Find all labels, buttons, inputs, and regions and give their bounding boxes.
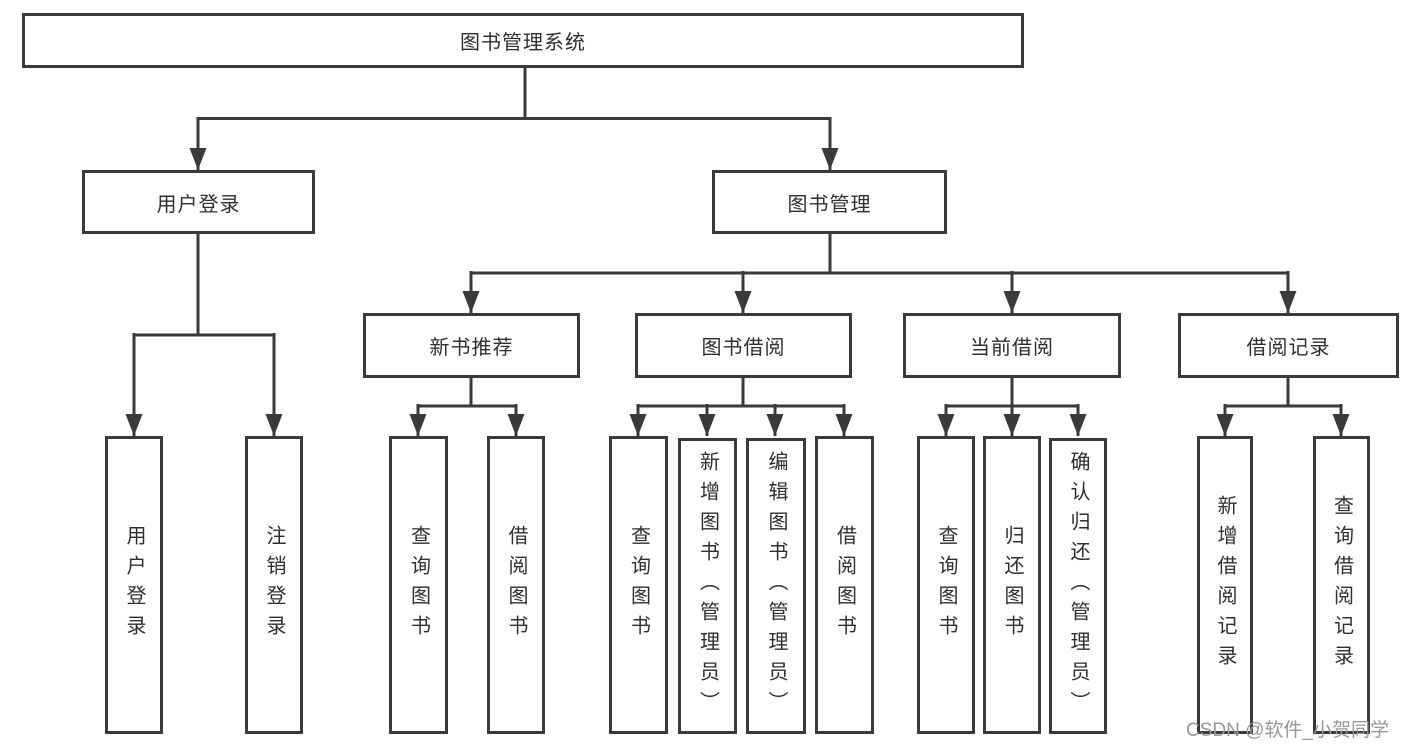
- leaf-borrow-add-book-admin: 新增图书（管理员）: [678, 438, 737, 734]
- node-label: 借阅记录: [1246, 337, 1331, 359]
- node-label: 用户登录: [156, 193, 241, 216]
- leaf-records-query-record: 查询借阅记录: [1313, 436, 1370, 734]
- node-label: 图书借阅: [701, 337, 786, 359]
- node-label: 新增借阅记录: [1214, 495, 1236, 675]
- connector-book-borrow-children: [629, 378, 853, 436]
- node-label: 注销登录: [263, 525, 285, 645]
- leaf-current-confirm-return-admin: 确认归还（管理员）: [1049, 438, 1107, 734]
- node-label: 查询图书: [935, 525, 957, 645]
- connector-user-login-children: [125, 234, 283, 436]
- connector-new-book-rec-children: [409, 378, 525, 436]
- node-label: 新增图书（管理员）: [696, 451, 719, 721]
- leaf-current-query-book: 查询图书: [917, 436, 975, 734]
- node-label: 归还图书: [1001, 525, 1023, 645]
- node-label: 图书管理系统: [460, 32, 586, 54]
- connector-borrow-records-children: [1216, 378, 1350, 436]
- node-label: 当前借阅: [970, 337, 1054, 359]
- node-borrowing-records: 借阅记录: [1178, 313, 1399, 378]
- connector-root-to-level2: [189, 68, 839, 170]
- node-user-login: 用户登录: [82, 170, 315, 234]
- node-label: 编辑图书（管理员）: [765, 451, 787, 721]
- leaf-user-login: 用户登录: [105, 436, 163, 734]
- node-label: 查询图书: [627, 525, 650, 645]
- leaf-current-return-book: 归还图书: [983, 436, 1041, 734]
- node-label: 新书推荐: [429, 337, 514, 359]
- node-new-book-recommend: 新书推荐: [363, 313, 580, 378]
- node-label: 查询图书: [407, 525, 430, 645]
- connector-book-mgmt-children: [462, 234, 1297, 313]
- leaf-newrec-borrow-book: 借阅图书: [487, 436, 545, 734]
- node-label: 确认归还（管理员）: [1067, 451, 1089, 721]
- leaf-borrow-borrow-book: 借阅图书: [815, 436, 874, 734]
- leaf-borrow-edit-book-admin: 编辑图书（管理员）: [746, 438, 806, 734]
- connector-current-borrow-children: [937, 378, 1087, 436]
- node-current-borrowing: 当前借阅: [903, 313, 1121, 378]
- leaf-records-add-record: 新增借阅记录: [1197, 436, 1253, 734]
- node-root-library-system: 图书管理系统: [22, 13, 1024, 68]
- node-label: 图书管理: [787, 193, 872, 216]
- node-label: 借阅图书: [505, 525, 527, 645]
- node-book-borrowing: 图书借阅: [635, 313, 852, 378]
- leaf-newrec-query-book: 查询图书: [389, 436, 448, 734]
- node-label: 查询借阅记录: [1330, 495, 1353, 675]
- node-label: 用户登录: [123, 525, 145, 645]
- leaf-logout: 注销登录: [245, 436, 303, 734]
- node-label: 借阅图书: [833, 525, 856, 645]
- node-book-management: 图书管理: [712, 170, 947, 234]
- csdn-watermark: CSDN @软件_小贺同学: [1186, 720, 1389, 741]
- leaf-borrow-query-book: 查询图书: [609, 436, 668, 734]
